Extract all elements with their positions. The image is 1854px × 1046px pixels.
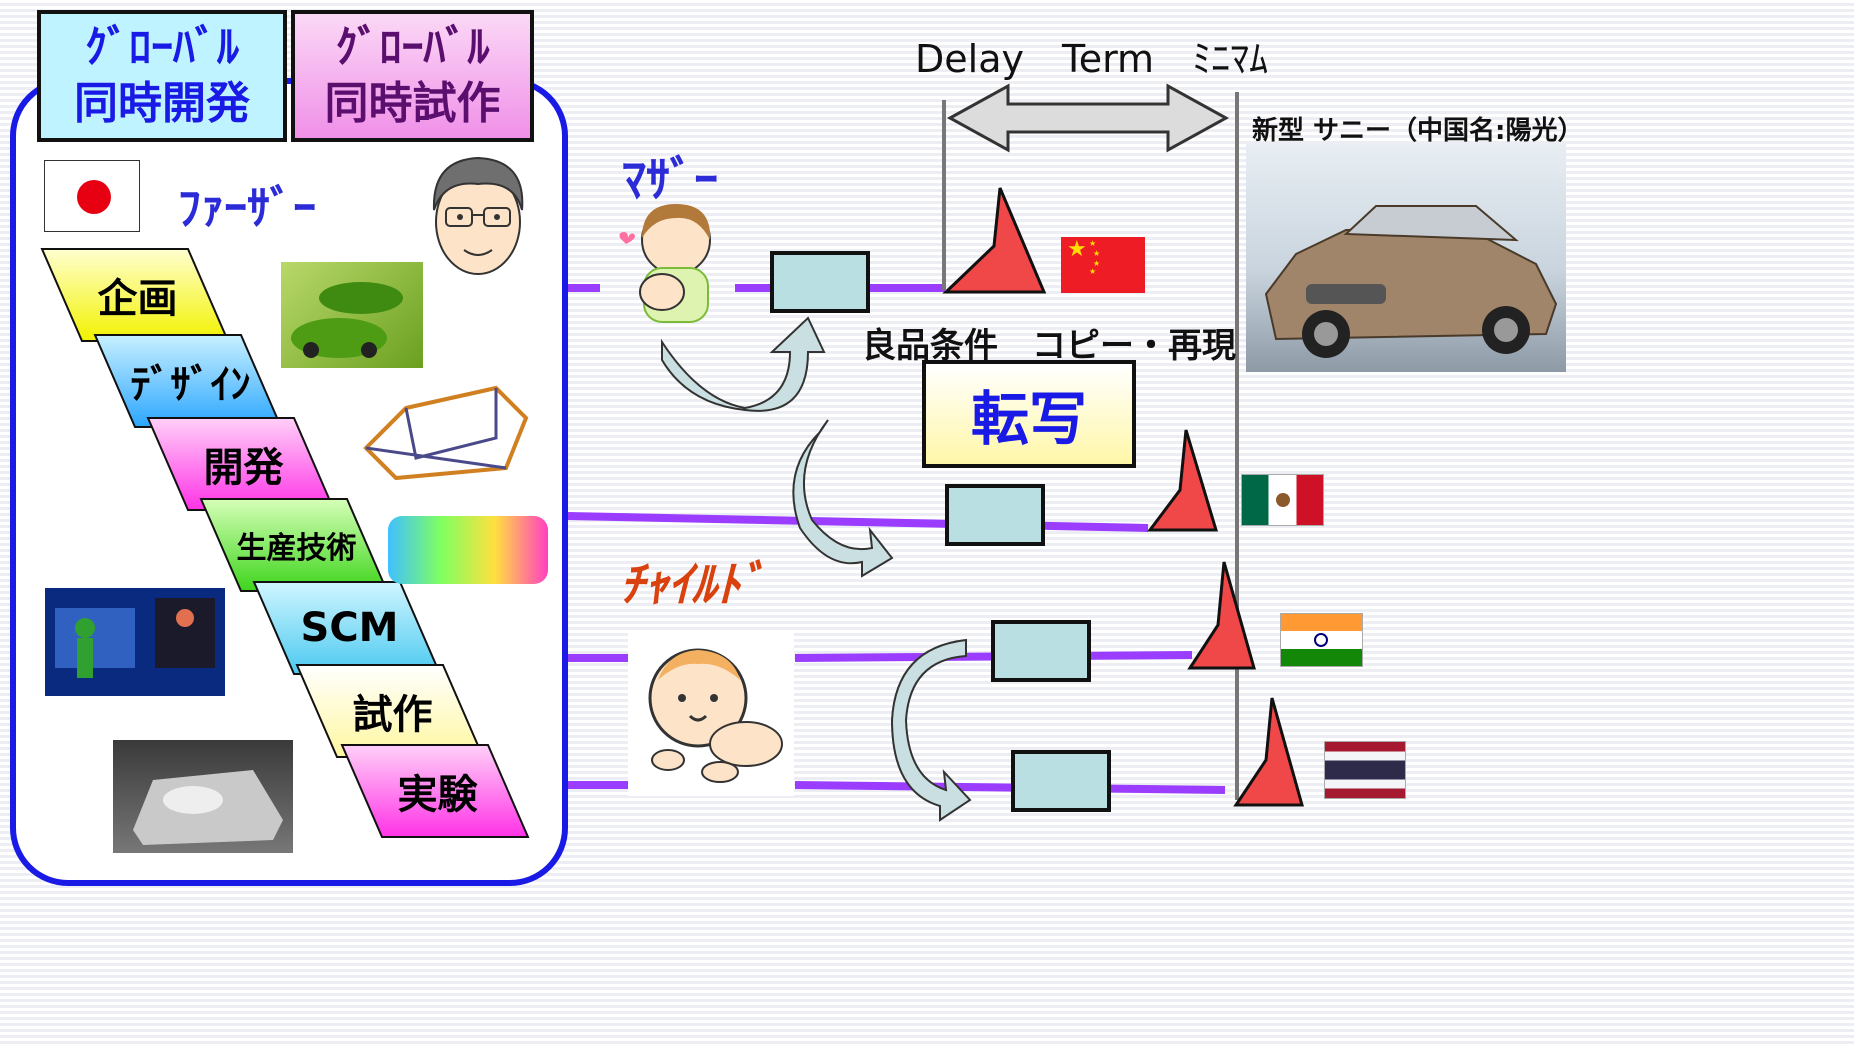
thailand-milestone-triangle xyxy=(1233,697,1304,807)
step-design-label: ﾃﾞｻﾞｲﾝ xyxy=(130,362,251,408)
curved-arrow-icon xyxy=(661,316,826,412)
child-crawling-icon xyxy=(628,632,794,796)
mexico-flag-icon xyxy=(1241,474,1324,526)
step-production-engineering: 生産技術 xyxy=(199,497,454,593)
digital-assembly-image xyxy=(45,588,225,696)
global-proto-title-line1: ｸﾞﾛｰﾊﾞﾙ xyxy=(335,22,490,73)
delay-term-label: Delay Term ﾐﾆﾏﾑ xyxy=(915,37,1269,81)
india-milestone-triangle xyxy=(1187,561,1256,670)
curved-arrow-icon xyxy=(792,419,894,578)
mother-baby-icon xyxy=(619,204,711,323)
mexico-process-box xyxy=(945,484,1045,546)
global-dev-title-line2: 同時開発 xyxy=(74,78,250,129)
global-dev-title-box: ｸﾞﾛｰﾊﾞﾙ 同時開発 xyxy=(37,10,287,142)
step-production-engineering-label: 生産技術 xyxy=(236,531,357,566)
child-label: ﾁｬｲﾙﾄﾞ xyxy=(620,557,765,613)
china-milestone-triangle xyxy=(942,187,1047,294)
step-development: 開発 xyxy=(146,416,401,512)
mexico-milestone-triangle xyxy=(1147,429,1219,532)
step-prototype: 試作 xyxy=(295,663,550,759)
step-design: ﾃﾞｻﾞｲﾝ xyxy=(93,333,348,429)
car-sketch-image xyxy=(281,262,423,368)
japan-flag-icon xyxy=(44,160,140,232)
curved-arrow-icon xyxy=(890,638,972,822)
step-planning-label: 企画 xyxy=(97,276,178,322)
transfer-label: 転写 xyxy=(970,385,1087,453)
father-label: ﾌｧｰｻﾞｰ xyxy=(178,181,316,235)
double-arrow-icon xyxy=(946,83,1230,153)
mexico-timeline xyxy=(567,512,1149,532)
india-process-box xyxy=(991,620,1091,682)
step-testing-label: 実験 xyxy=(397,772,478,818)
india-flag-icon xyxy=(1280,613,1363,667)
step-scm: SCM xyxy=(252,580,507,676)
thailand-process-box xyxy=(1011,750,1111,812)
transfer-box: 転写 xyxy=(922,360,1136,468)
car-body-frame-image xyxy=(356,378,532,490)
global-proto-title-line2: 同時試作 xyxy=(324,78,501,129)
car-caption: 新型 サニー（中国名:陽光） xyxy=(1252,116,1584,146)
china-flag-icon: ★ ★ ★ ★ ★ xyxy=(1061,237,1145,293)
step-prototype-label: 試作 xyxy=(352,692,433,738)
thailand-flag-icon xyxy=(1324,741,1406,799)
sunny-car-photo xyxy=(1246,144,1566,372)
global-dev-title-line1: ｸﾞﾛｰﾊﾞﾙ xyxy=(85,22,239,73)
step-scm-label: SCM xyxy=(300,605,399,651)
thailand-timeline-right xyxy=(794,781,1226,794)
cae-analysis-image xyxy=(388,516,548,584)
step-planning: 企画 xyxy=(40,247,295,343)
good-condition-copy-label: 良品条件 コピー・再現 xyxy=(862,326,1236,366)
mother-process-box xyxy=(770,251,870,313)
mother-label: ﾏｻﾞｰ xyxy=(622,152,719,208)
step-development-label: 開発 xyxy=(203,445,284,491)
crash-test-image xyxy=(113,740,293,853)
global-proto-title-box: ｸﾞﾛｰﾊﾞﾙ 同時試作 xyxy=(291,10,534,142)
step-testing: 実験 xyxy=(340,743,595,839)
father-face-icon xyxy=(432,156,524,275)
